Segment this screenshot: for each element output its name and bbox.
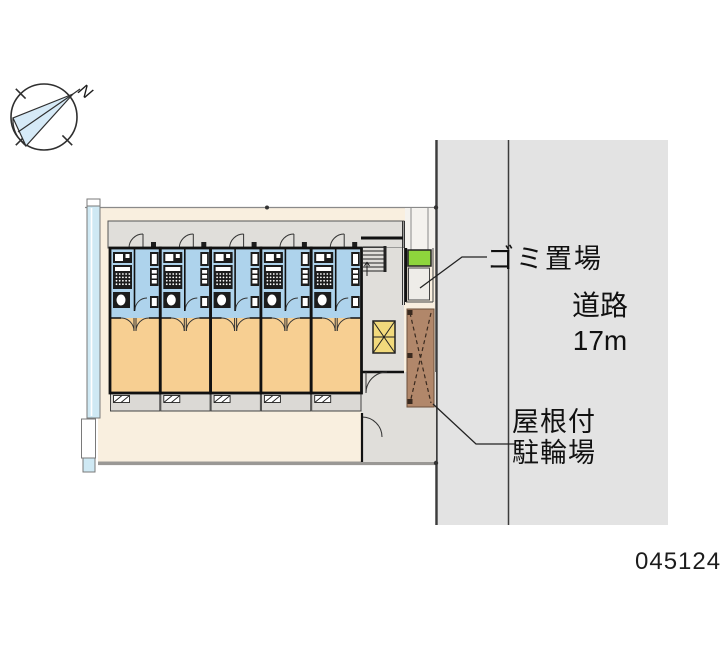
bike-label-line2: 駐輪場 <box>512 438 596 468</box>
garbage-label: ゴミ置場 <box>487 244 603 274</box>
leader-line-garbage <box>419 256 487 289</box>
garbage-area <box>404 248 434 303</box>
leader-line-bike <box>432 403 516 445</box>
north-label: N <box>75 80 97 103</box>
road-name: 道路 <box>571 290 628 321</box>
bike-label-line1: 屋根付 <box>512 407 596 437</box>
compass-rose: N <box>10 80 97 151</box>
apartment-units <box>108 232 363 413</box>
left-fence <box>81 198 101 473</box>
north-needle-icon <box>12 93 74 148</box>
bike-parking-area <box>406 308 435 408</box>
elevator-icon <box>372 320 396 354</box>
unit-4 <box>259 232 313 413</box>
road-label: 道路 17m <box>548 288 652 358</box>
unit-5 <box>309 232 363 413</box>
unit-1 <box>108 232 162 413</box>
unit-3 <box>209 232 263 413</box>
staircase <box>363 246 387 276</box>
bike-parking-label: 屋根付 駐輪場 <box>512 407 596 469</box>
road-area <box>435 140 668 525</box>
garbage-box-icon <box>407 249 432 267</box>
road-width: 17m <box>572 325 628 356</box>
unit-2 <box>158 232 213 413</box>
plan-number: 045124 <box>635 548 720 575</box>
boundary-markers <box>265 205 439 466</box>
